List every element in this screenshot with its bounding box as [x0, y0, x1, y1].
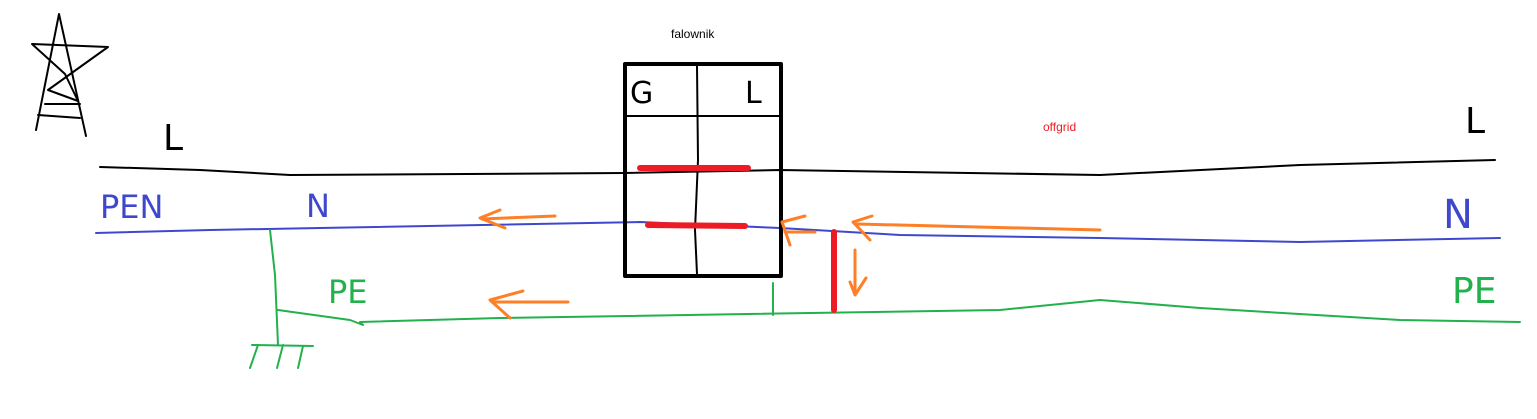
relay-bridge	[637, 165, 837, 313]
inverter-load-label: L	[745, 76, 762, 111]
earth-wire	[249, 229, 1521, 369]
offgrid-label: offgrid	[1043, 120, 1077, 134]
line-label-right: L	[1465, 101, 1485, 142]
line-label-left: L	[163, 118, 183, 159]
line-wire	[99, 159, 1496, 176]
pe-label-right: PE	[1452, 271, 1496, 312]
neutral-label-left: N	[306, 187, 330, 225]
power-pylon-icon	[31, 13, 109, 137]
current-flow-arrow	[478, 208, 1102, 320]
pen-label: PEN	[100, 188, 163, 226]
pe-label-left: PE	[328, 273, 368, 311]
inverter-grid-label: G	[630, 76, 653, 111]
inverter-box	[623, 62, 783, 278]
neutral-label-right: N	[1443, 192, 1473, 238]
inverter-title: falownik	[671, 27, 715, 41]
